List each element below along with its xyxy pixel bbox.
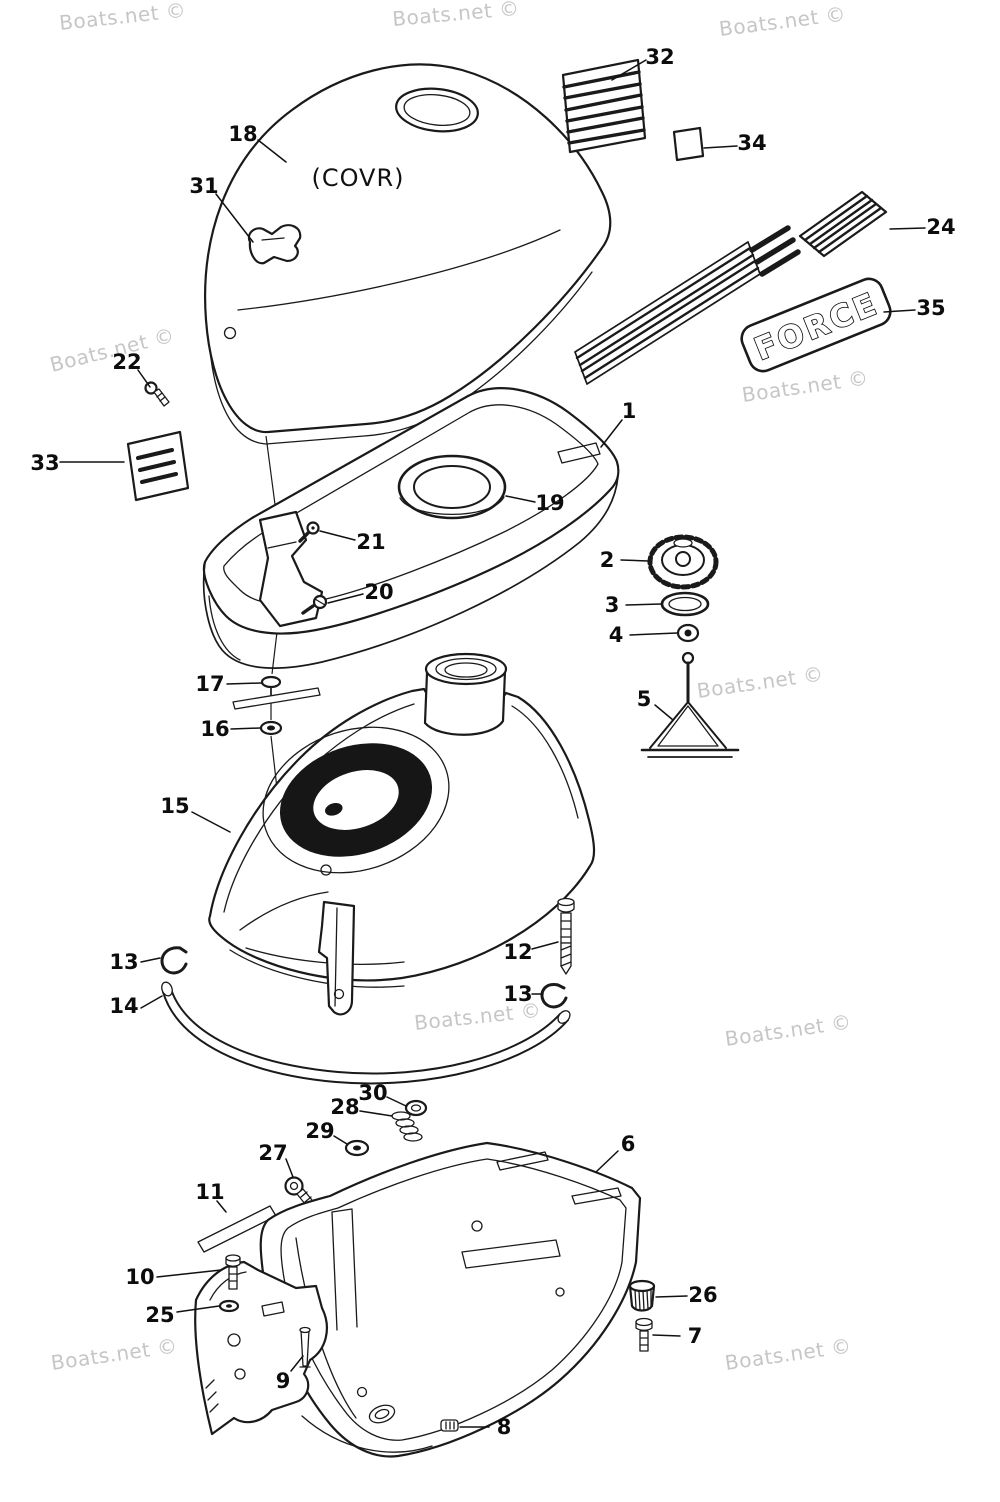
callout-12: 12: [503, 940, 532, 964]
cowl-bracket: [317, 900, 356, 1016]
callout-2: 2: [600, 548, 615, 572]
callout-3: 3: [605, 593, 620, 617]
callout-13-right: 13: [503, 982, 532, 1006]
callout-4: 4: [609, 623, 624, 647]
callout-28: 28: [330, 1095, 359, 1119]
callout-1: 1: [622, 399, 637, 423]
striped-decal-32: [561, 58, 647, 154]
lower-pan-drawing: [194, 1141, 642, 1458]
callout-6: 6: [621, 1132, 636, 1156]
watermark-text: Boats.net ©: [49, 1333, 179, 1375]
striped-decal-33: [126, 430, 190, 502]
callout-21: 21: [356, 530, 385, 554]
decal-34: [672, 126, 705, 162]
callout-35: 35: [916, 296, 945, 320]
callout-7: 7: [688, 1324, 703, 1348]
force-logo-decal: FORCE: [740, 277, 892, 373]
watermark-text: Boats.net ©: [718, 2, 847, 41]
callout-26: 26: [688, 1283, 717, 1307]
callout-5: 5: [637, 687, 652, 711]
callout-30: 30: [358, 1081, 387, 1105]
callout-17: 17: [195, 672, 224, 696]
screw-10-drawing: [225, 1254, 241, 1290]
screw-12-drawing: [557, 897, 575, 975]
decal-strip-drawing: [232, 687, 321, 710]
callout-33: 33: [30, 451, 59, 475]
striped-band-decal-24: [574, 190, 888, 385]
watermark-text: Boats.net ©: [58, 0, 187, 35]
gasket-ring-drawing: [660, 591, 710, 617]
callouts: 32 34 18 31 24 35 22 33 1 19 21 20 2 3 4…: [30, 45, 955, 1439]
support-tray-drawing: [202, 387, 620, 669]
callout-34: 34: [737, 131, 766, 155]
tray-seal-ring-19: [397, 454, 507, 520]
callout-19: 19: [535, 491, 564, 515]
washer-17-drawing: [260, 675, 282, 696]
washer-25-drawing: [218, 1299, 240, 1313]
clip-8-drawing: [440, 1419, 459, 1432]
callout-32: 32: [645, 45, 674, 69]
screw-20-drawing: [301, 594, 328, 615]
fuel-cap-drawing: [647, 534, 719, 590]
spring-28-drawing: [391, 1111, 423, 1142]
clip-13-left-drawing: [160, 946, 188, 975]
callout-18: 18: [228, 122, 257, 146]
callout-9: 9: [276, 1369, 291, 1393]
latch-drawing: [247, 224, 302, 265]
callout-15: 15: [160, 794, 189, 818]
callout-22: 22: [112, 350, 141, 374]
small-ring-drawing: [676, 623, 700, 643]
callout-20: 20: [364, 580, 393, 604]
tray-bracket-drawing: [258, 510, 328, 628]
callout-8: 8: [497, 1415, 512, 1439]
stand-bracket-drawing: [640, 651, 740, 758]
callout-25: 25: [145, 1303, 174, 1327]
callout-11: 11: [195, 1180, 224, 1204]
watermark-text: Boats.net ©: [723, 1333, 853, 1375]
callout-10: 10: [125, 1265, 154, 1289]
nut-30-drawing: [404, 1099, 428, 1117]
callout-27: 27: [258, 1141, 287, 1165]
assembly-axis-lines: [265, 435, 280, 807]
watermark-text: Boats.net ©: [391, 0, 520, 31]
washer-16-drawing: [259, 720, 283, 736]
screw-21-drawing: [298, 521, 320, 543]
cover-label: (COVR): [311, 164, 404, 192]
callout-24: 24: [926, 215, 955, 239]
washer-29-drawing: [344, 1139, 370, 1157]
engine-cavity: [279, 743, 433, 857]
knob-26-drawing: [628, 1279, 656, 1312]
callout-13-left: 13: [109, 950, 138, 974]
leader-lines: [59, 59, 926, 1428]
cowl-collar: [423, 652, 508, 736]
watermark-text: Boats.net ©: [723, 1009, 853, 1051]
hose-seal-drawing: [161, 981, 571, 1085]
callout-31: 31: [189, 174, 218, 198]
top-cowl-drawing: (COVR): [204, 63, 612, 445]
bolt-7-drawing: [635, 1317, 653, 1352]
clip-13-right-drawing: [540, 982, 568, 1009]
callout-29: 29: [305, 1119, 334, 1143]
watermark-text: Boats.net ©: [695, 661, 825, 703]
callout-14: 14: [109, 994, 138, 1018]
callout-16: 16: [200, 717, 229, 741]
bottom-cowl-drawing: [208, 652, 596, 1016]
